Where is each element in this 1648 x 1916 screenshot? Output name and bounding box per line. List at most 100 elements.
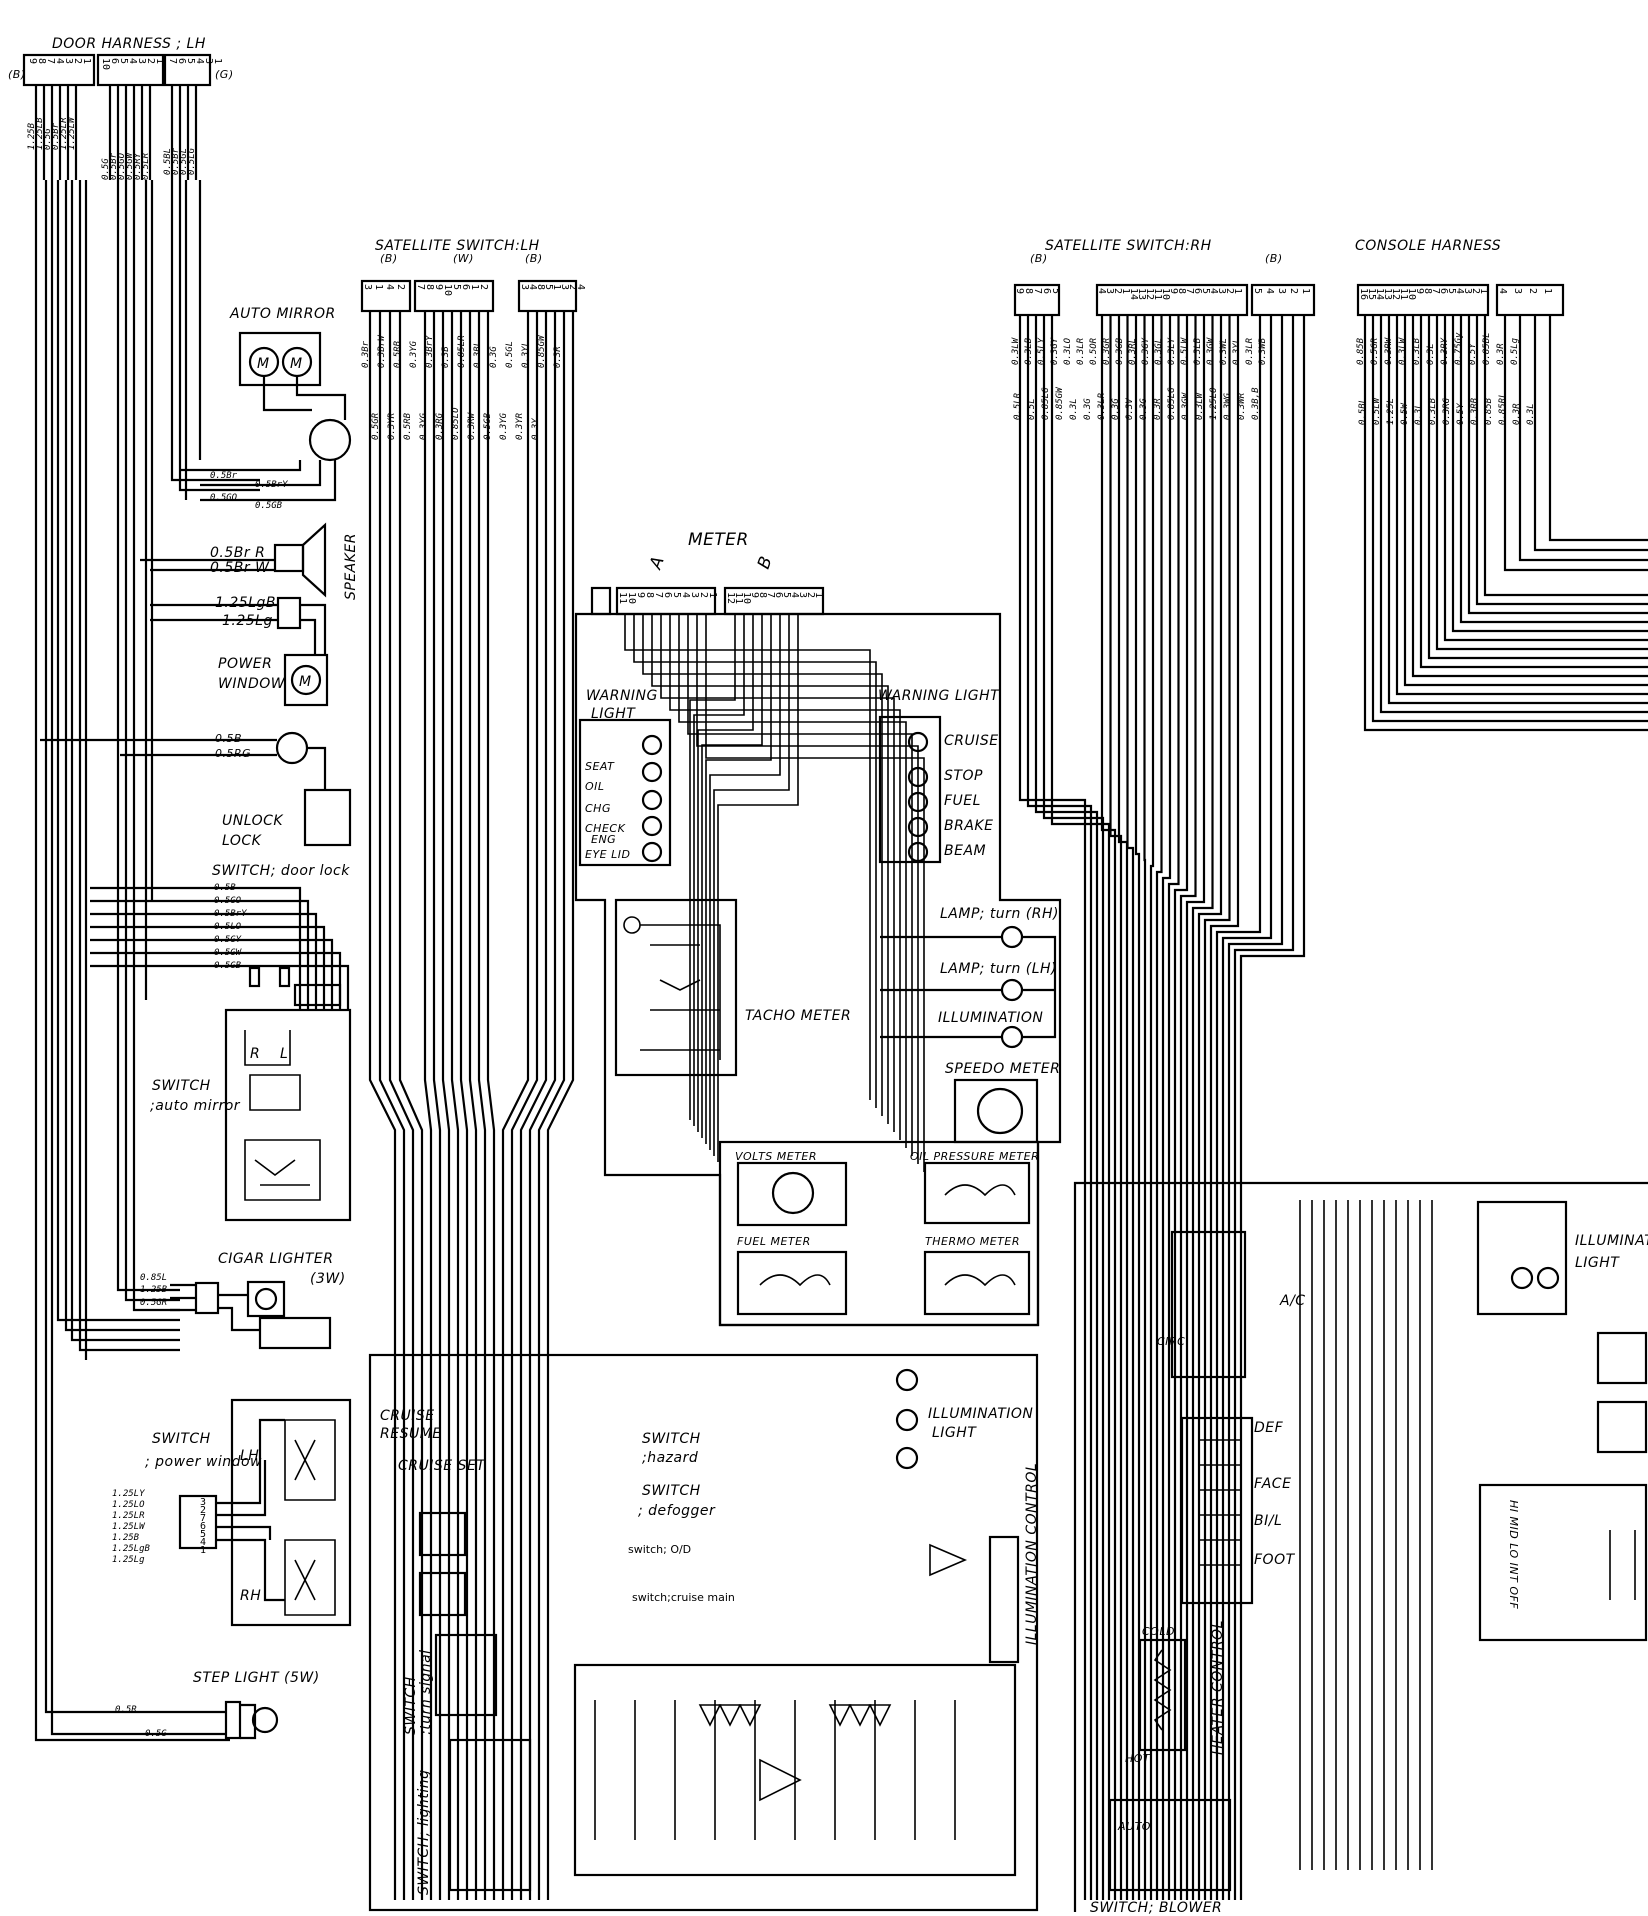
sat-lh-pin: 5 [543,284,554,290]
svg-text:L: L [280,1046,288,1062]
volts-gauge-icon [771,1171,815,1215]
sat-rh-pin: 11 [1152,288,1163,300]
door-pin-label: 1 [154,58,165,64]
chg-label: CHG [585,802,611,815]
auto-mirror-wire-code: 0.5BrY [255,480,288,490]
door-pin-label: 2 [145,58,156,64]
illum-light-label2: LIGHT [932,1425,977,1441]
sat-lh-pin: 5 [451,284,462,290]
sat-lh-wire [486,311,496,1900]
sat-lh-wire [537,311,566,1900]
console-wire-code: 0.3LW [1398,336,1408,365]
console-connector-2 [1495,283,1565,317]
sat-rh-pin: 8 [1176,288,1187,294]
warning-bulb-icon [641,761,663,783]
lower-control-box: CRUISE RESUME CRUISE SET SWITCH ;hazard … [368,1353,1040,1912]
switch-power-window: SWITCH ; power window LH RH 1.25LY1.25LO… [112,1398,352,1627]
sat-lh-wire-code: 0.85LR [457,335,467,368]
console-pin: 6 [1438,288,1449,294]
sat-rh-wire-code: 0.3LY [1167,337,1177,365]
auto-label: AUTO [1117,1820,1151,1833]
sat-rh-pin: 4 [1096,288,1107,294]
sat-lh-pin: 1 [373,284,384,290]
meter-wire [717,614,799,1162]
sat-lh-wire [388,311,415,1900]
heater-control: CIRC A/C DEF FACE BI/L FOOT COLD HOT HEA… [1073,1181,1648,1916]
pw-switch-pin: 4 [200,1537,206,1548]
cruise-resume-label2: RESUME [380,1426,442,1442]
sat-rh-wire [1034,315,1099,1900]
sat-lh-pin: 9 [433,284,444,290]
sat-lh-wire-code: 0.85LO [451,407,461,440]
meter-b-pin: 6 [773,592,784,598]
console-wire [1503,315,1648,572]
door-wire-code: 0.5Br [109,152,119,180]
sat-lh-pin: 3 [559,284,570,290]
lighting-switch-label: SWITCH; lighting [416,1769,432,1895]
console-wire [1467,315,1648,615]
sat-rh-wire [1167,315,1180,1900]
meter-a-pin: 8 [644,592,655,598]
door-connector-2 [96,53,165,87]
door-lock-sw-wire [90,899,310,1010]
illumination-label: ILLUMINATION [938,1010,1043,1026]
circ-label: CIRC [1157,1335,1185,1348]
oil-pressure-box [923,1161,1031,1225]
console-wire-code: 0.3LB [1412,337,1422,365]
sat-rh-wire-code: 0.3GY [1141,337,1151,365]
sat-lh-wire [546,311,575,1900]
pw-switch-wire-code: 1.25LR [112,1511,145,1521]
diode-icon [698,1704,722,1727]
console-wire [1459,315,1648,624]
brake-label: BRAKE [944,818,993,834]
door-wire-code: 1.25B [27,122,37,150]
pw-lh-label: LH [240,1448,259,1464]
console-pin: 2 [1527,288,1538,294]
cigar-lighter-label: CIGAR LIGHTER [218,1251,333,1267]
sat-rh-wire-code: 0.5LY [1037,337,1047,365]
console-connector-1 [1356,283,1490,317]
sat-rh-wire [1191,315,1214,1900]
lock-label: LOCK [222,833,263,849]
sat-lh-pin: 6 [460,284,471,290]
door-pin-label: 3 [63,58,74,64]
door-wire-code: 0.5LG [187,147,197,175]
meter-wire [660,614,895,1132]
sat-lh-wire [519,311,548,1900]
def-label: DEF [1254,1420,1284,1436]
sat-lh-wire-code: 0.3YL [521,341,531,368]
sat-rh-wire-code: 0.3LO [1063,337,1073,365]
turn-switch-label2: ;turn signal [418,1649,434,1735]
circ-ac-box [1170,1230,1247,1379]
console-wire-code: 0.85RL [1498,392,1508,425]
stop-label: STOP [944,768,983,784]
sat-rh-wire [1126,315,1135,1900]
door-pin-label: 8 [36,58,47,64]
cruise-resume-switch [418,1511,467,1557]
diode-icon [738,1704,762,1727]
door-pin-label: 5 [185,58,196,64]
console-pin: 3 [1462,288,1473,294]
pw-switch-wire-code: 1.25B [112,1533,140,1543]
illum-control-label: ILLUMINATION CONTROL [1024,1463,1040,1645]
door-lock-sw-wire [90,938,334,1010]
sat-lh-wire [468,311,478,1900]
bil-label: BI/L [1254,1513,1282,1529]
console-wire [1475,315,1648,606]
switch-door-lock-label: SWITCH; door lock [212,863,350,879]
sat-rh-wire [1026,315,1093,1900]
power-window: 1.25LgB 1.25Lg POWER WINDOW M [150,595,329,707]
sat-lh-wire [432,311,442,1900]
sat-rh-wire-code: 0.3WG [1223,392,1233,420]
console-wire-code: 0.75Gy [1454,332,1464,365]
door-pin-label: 7 [167,58,178,64]
door-harness-title: DOOR HARNESS ; LH [52,36,206,52]
sat-lh-wire-code: 0.3BrY [425,335,435,368]
sat-rh-conn-b: (B) [1030,252,1048,265]
volts-meter-box [736,1161,848,1227]
oil-pressure-label: OIL PRESSURE METER [910,1150,1039,1163]
sat-rh-pin: 7 [1032,288,1043,294]
door-pin-label: 9 [27,58,38,64]
sat-lh-wire-code: 0.5GB [483,412,493,440]
